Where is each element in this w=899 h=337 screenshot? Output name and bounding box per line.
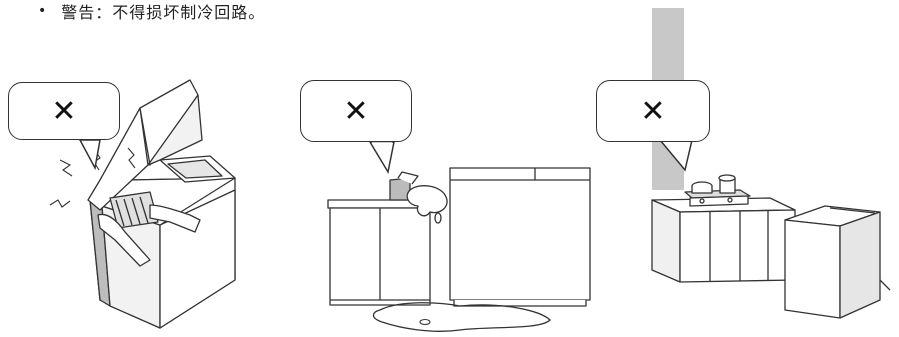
chest-freezer-drawing bbox=[0, 0, 260, 337]
kitchen-water-drawing bbox=[290, 0, 600, 337]
illustration-damage-circuit: ✕ bbox=[0, 0, 260, 337]
prohibited-mark: ✕ bbox=[640, 94, 665, 129]
prohibited-mark: ✕ bbox=[51, 94, 76, 129]
prohibited-bubble: ✕ bbox=[596, 80, 710, 142]
kitchen-stove-drawing bbox=[590, 0, 899, 337]
prohibited-bubble: ✕ bbox=[300, 80, 412, 142]
prohibited-mark: ✕ bbox=[343, 94, 368, 129]
illustration-heat-source: ✕ bbox=[590, 0, 899, 337]
illustration-water-spill: ✕ bbox=[290, 0, 600, 337]
prohibited-bubble: ✕ bbox=[8, 82, 120, 140]
